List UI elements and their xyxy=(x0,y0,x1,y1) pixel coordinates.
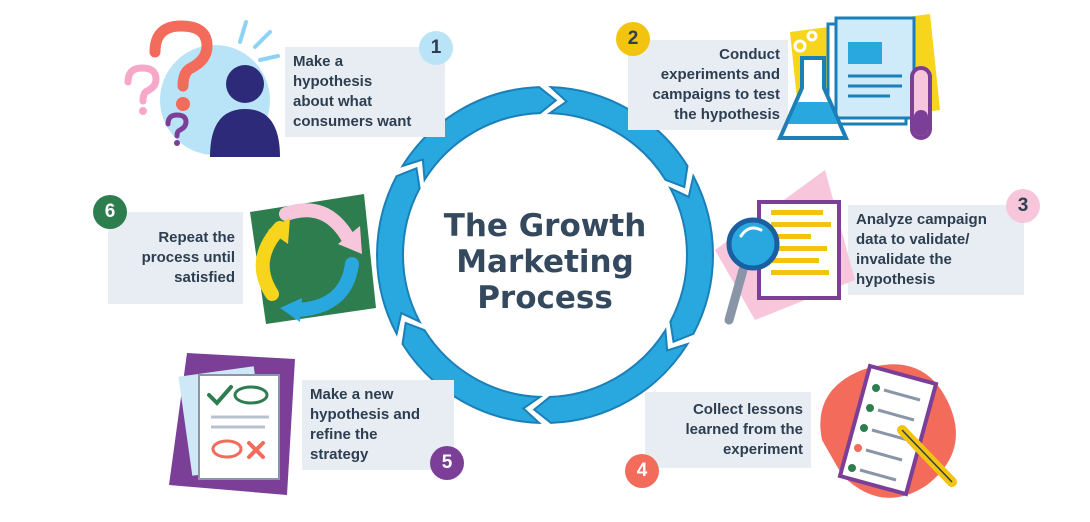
step-1-line-2: hypothesis xyxy=(293,73,373,90)
title-line-1: The Growth xyxy=(443,208,647,244)
step-4-line-2: learned from the xyxy=(685,421,803,438)
cycle-arrows-icon xyxy=(250,194,376,324)
step-2-line-3: campaigns to test xyxy=(652,86,780,103)
ring-segment-2 xyxy=(668,173,714,344)
checklist-pencil-icon xyxy=(820,363,957,498)
step-1-box: Make a hypothesis about what consumers w… xyxy=(285,47,445,137)
magnifier-report-icon xyxy=(715,170,855,325)
step-5-line-1: Make a new xyxy=(310,386,394,403)
step-2-badge: 2 xyxy=(616,22,650,56)
step-1-line-4: consumers want xyxy=(293,113,412,130)
ring-segment-5 xyxy=(376,166,422,337)
step-4-line-1: Collect lessons xyxy=(692,401,803,418)
step-1-line-1: Make a xyxy=(293,53,344,70)
step-4-box: Collect lessons learned from the experim… xyxy=(645,392,811,468)
step-6-line-2: process until xyxy=(141,249,235,266)
step-1-badge: 1 xyxy=(419,31,453,65)
step-2-box: Conduct experiments and campaigns to tes… xyxy=(628,40,788,130)
title-line-3: Process xyxy=(477,280,613,316)
step-2-line-4: the hypothesis xyxy=(674,106,780,123)
question-person-icon xyxy=(124,20,280,157)
step-5-line-3: refine the xyxy=(310,426,378,443)
step-5-box: Make a new hypothesis and refine the str… xyxy=(302,380,454,470)
lab-flask-icon xyxy=(776,14,940,140)
ring-segment-3 xyxy=(532,327,690,424)
checkmark-documents-icon xyxy=(169,353,295,495)
step-3-badge: 3 xyxy=(1006,189,1040,223)
ring-segment-1 xyxy=(546,86,689,189)
step-3-box: Analyze campaign data to validate/ inval… xyxy=(848,205,1024,295)
step-4-line-3: experiment xyxy=(722,441,803,458)
step-1-line-3: about what xyxy=(293,93,373,110)
step-3-line-2: data to validate/ xyxy=(856,231,970,248)
step-4-badge: 4 xyxy=(625,454,659,488)
step-2-line-1: Conduct xyxy=(719,46,780,63)
step-3-line-4: hypothesis xyxy=(856,271,936,288)
step-2-line-2: experiments and xyxy=(660,66,780,83)
step-5-badge: 5 xyxy=(430,446,464,480)
step-3-line-1: Analyze campaign xyxy=(856,211,987,228)
title-line-2: Marketing xyxy=(456,244,634,280)
step-6-line-1: Repeat the xyxy=(158,229,235,246)
step-3-line-3: invalidate the xyxy=(856,251,952,268)
step-5-line-2: hypothesis and xyxy=(310,406,421,423)
ring-segment-4 xyxy=(401,321,544,424)
step-6-box: Repeat the process until satisfied xyxy=(108,212,243,304)
diagram-title: The Growth Marketing Process xyxy=(420,208,670,316)
step-6-line-3: satisfied xyxy=(174,269,235,286)
step-6-badge: 6 xyxy=(93,195,127,229)
process-cycle-ring xyxy=(376,86,714,424)
step-5-line-4: strategy xyxy=(310,446,369,463)
